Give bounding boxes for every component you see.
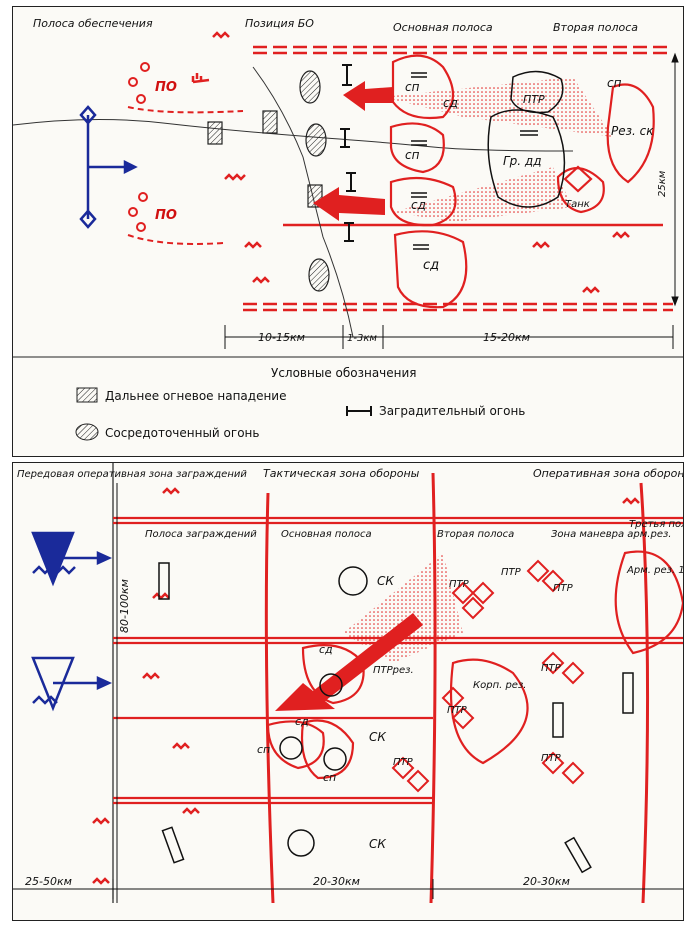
reserve-outlines	[487, 70, 566, 208]
long-range-fire-marks	[207, 110, 323, 208]
counterattack-arrows	[313, 81, 393, 221]
sp-label-a: сп	[257, 743, 270, 756]
legend-title: Условные обозначения	[271, 366, 417, 380]
unit-outlines	[266, 550, 683, 780]
unit-sp-1: сп	[405, 80, 420, 94]
korp-res-label: Корп. рез.	[473, 680, 526, 691]
sd-label-b: сд	[295, 715, 309, 728]
ptr-label-5: ПТР	[393, 757, 414, 768]
enemy-attack-symbol	[79, 105, 138, 229]
scale-bar	[13, 879, 683, 899]
strip-boundaries	[243, 45, 673, 312]
unit-sd-1: сд	[443, 96, 458, 110]
po-label-2: ПО	[155, 208, 177, 223]
ptr-label-2: ПТР	[501, 567, 522, 578]
tank-label: Танк	[565, 199, 590, 210]
ptr-label: ПТР	[523, 93, 545, 106]
ptr-label-7: ПТР	[553, 583, 574, 594]
main-zone-units	[389, 54, 655, 309]
ptr-clusters	[391, 559, 585, 793]
legend-long-range-label: Дальнее огневое нападение	[105, 389, 287, 403]
barrage-fire-marks	[340, 64, 356, 242]
barrier-markers	[158, 562, 634, 874]
legend-barrage-swatch	[346, 406, 372, 416]
sk-label-1: СК	[377, 574, 394, 588]
scale-3: 15-20км	[483, 331, 530, 344]
bottom-diagram-panel: 80-100км 25-50км 20-30км 20-30км Передов…	[12, 462, 684, 921]
legend-concentrated-label: Сосредоточенный огонь	[105, 426, 259, 440]
forward-zone-label: Передовая оперативная зона заграждений	[17, 469, 247, 480]
depth-label: 25км	[657, 170, 668, 197]
zone-dividers	[264, 472, 650, 904]
sk-label-3: СК	[369, 837, 386, 851]
po-label-1: ПО	[155, 80, 177, 95]
dotted-zone	[343, 553, 463, 663]
main-strip-label: Основная полоса	[281, 529, 372, 540]
sp-label-b: сп	[323, 771, 336, 784]
scale-1: 10-15км	[258, 331, 305, 344]
concentrated-fire-marks	[299, 70, 330, 292]
support-zone-label: Полоса обеспечения	[33, 17, 153, 30]
gr-dd-label: Гр. дд	[503, 154, 542, 168]
unit-circles	[279, 566, 368, 857]
unit-sd-3: сд	[423, 258, 439, 273]
ptr-label-3: ПТР	[541, 663, 562, 674]
top-diagram: ПО ПО	[13, 17, 683, 441]
legend-barrage-label: Заградительный огонь	[379, 404, 525, 418]
unit-sd-2: сд	[411, 198, 426, 212]
ptr-res-label: ПТРрез.	[373, 665, 414, 676]
second-strip-label: Вторая полоса	[437, 529, 514, 540]
forward-detachments	[127, 62, 244, 245]
barrier-strip-label: Полоса заграждений	[145, 529, 257, 540]
sd-label-a: сд	[319, 643, 333, 656]
scale-bar	[224, 325, 674, 349]
unit-glyphs	[411, 72, 538, 250]
ptr-label-6: ПТР	[447, 705, 468, 716]
depth-label: 80-100км	[118, 579, 131, 633]
sk-label-2: СК	[369, 730, 386, 744]
scale-2: 20-30км	[313, 875, 360, 888]
scale-2: 1-3км	[347, 333, 377, 344]
sp-right-label: сп	[607, 76, 622, 90]
obstacles	[191, 31, 630, 294]
unit-sp-2: сп	[405, 148, 420, 162]
bo-position-label: Позиция БО	[245, 17, 314, 30]
obstacles	[92, 487, 640, 885]
ptr-label-4: ПТР	[541, 753, 562, 764]
enemy-arrows	[31, 531, 113, 712]
army-res-label: Арм. рез. 1-2сд или МК	[626, 565, 683, 576]
main-zone-label: Основная полоса	[393, 21, 493, 34]
operational-zone-label: Оперативная зона обороны	[533, 467, 683, 480]
depth-indicator	[671, 52, 679, 307]
scale-1: 25-50км	[25, 875, 72, 888]
legend-long-range-swatch	[76, 387, 98, 403]
scale-3: 20-30км	[523, 875, 570, 888]
reserve-area-label: Зона маневра арм.рез.	[551, 529, 671, 540]
top-diagram-panel: ПО ПО	[12, 6, 684, 457]
second-zone-label: Вторая полоса	[553, 21, 638, 34]
ptr-label-1: ПТР	[449, 579, 470, 590]
bottom-diagram: 80-100км 25-50км 20-30км 20-30км Передов…	[13, 463, 683, 904]
legend-concentrated-swatch	[75, 423, 99, 441]
third-strip-label: Третья полоса	[629, 519, 683, 530]
res-sk-label: Рез. ск	[611, 124, 654, 138]
tactical-zone-label: Тактическая зона обороны	[263, 467, 420, 480]
